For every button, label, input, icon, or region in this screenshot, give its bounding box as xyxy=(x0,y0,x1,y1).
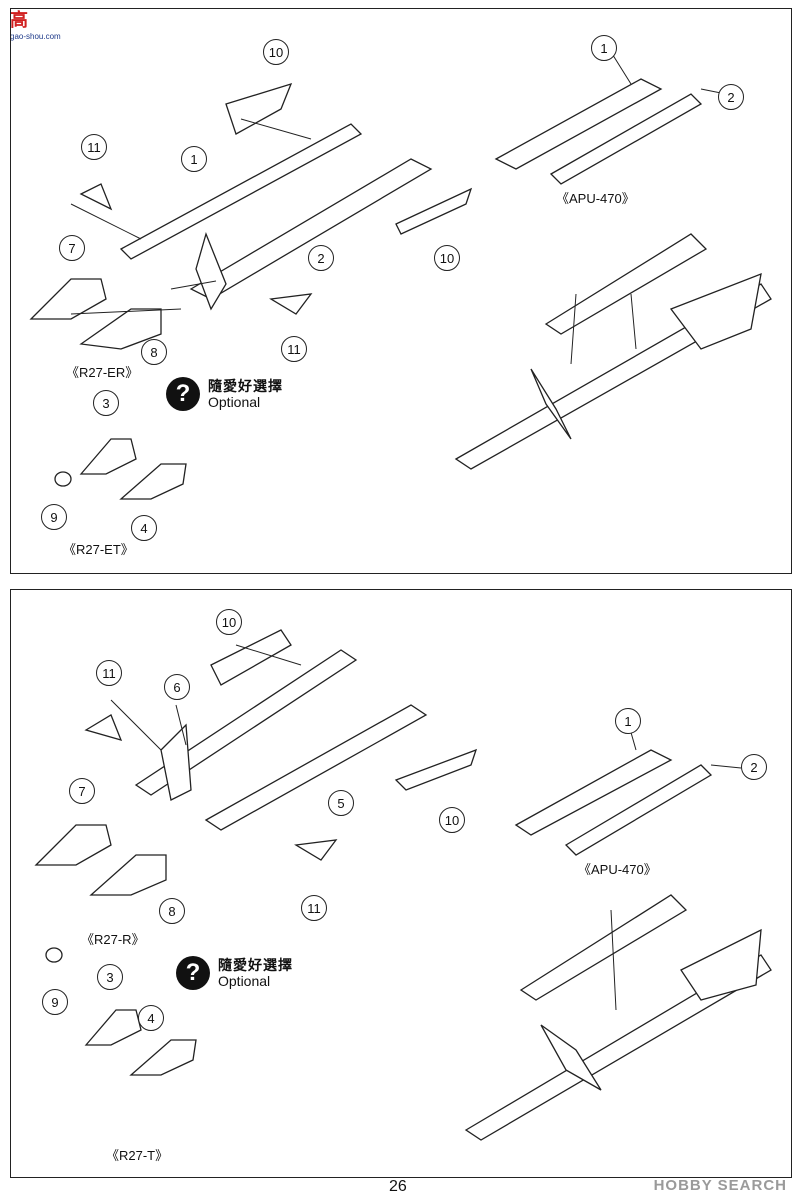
variant-label-r27-er: 《R27-ER》 xyxy=(66,365,139,380)
callout-7: 7 xyxy=(59,235,85,261)
callout-9: 9 xyxy=(41,504,67,530)
callout-8: 8 xyxy=(159,898,185,924)
callout-2: 2 xyxy=(741,754,767,780)
question-icon: ? xyxy=(166,377,200,411)
callout-3: 3 xyxy=(93,390,119,416)
callout-4: 4 xyxy=(138,1005,164,1031)
callout-7: 7 xyxy=(69,778,95,804)
callout-11: 11 xyxy=(81,134,107,160)
page-number: 26 xyxy=(389,1178,407,1195)
callout-11: 11 xyxy=(301,895,327,921)
instruction-panel-top: 10 1 11 7 2 10 8 11 3 9 4 1 2 《R27-ER》 《… xyxy=(10,8,792,574)
callout-2: 2 xyxy=(718,84,744,110)
callout-10: 10 xyxy=(434,245,460,271)
callout-2: 2 xyxy=(308,245,334,271)
variant-label-r27-t: 《R27-T》 xyxy=(106,1148,169,1163)
assembly-diagram-bottom xyxy=(34,629,772,1141)
callout-1: 1 xyxy=(181,146,207,172)
callout-3: 3 xyxy=(97,964,123,990)
question-icon: ? xyxy=(176,956,210,990)
callout-6: 6 xyxy=(164,674,190,700)
instruction-panel-bottom: 10 11 6 7 5 10 8 11 3 9 4 1 2 《R27-R》 《R… xyxy=(10,589,792,1178)
callout-9: 9 xyxy=(42,989,68,1015)
callout-1: 1 xyxy=(615,708,641,734)
callout-4: 4 xyxy=(131,515,157,541)
callout-10: 10 xyxy=(263,39,289,65)
callout-5: 5 xyxy=(328,790,354,816)
callout-11: 11 xyxy=(281,336,307,362)
callout-10: 10 xyxy=(439,807,465,833)
callout-8: 8 xyxy=(141,339,167,365)
callout-1: 1 xyxy=(591,35,617,61)
variant-label-r27-r: 《R27-R》 xyxy=(81,932,145,947)
callout-10: 10 xyxy=(216,609,242,635)
callout-11: 11 xyxy=(96,660,122,686)
rail-label-apu-470: 《APU-470》 xyxy=(578,862,657,877)
watermark: HOBBY SEARCH xyxy=(653,1177,787,1194)
rail-label-apu-470: 《APU-470》 xyxy=(556,191,635,206)
variant-label-r27-et: 《R27-ET》 xyxy=(63,542,134,557)
assembly-diagram-top xyxy=(29,43,772,500)
